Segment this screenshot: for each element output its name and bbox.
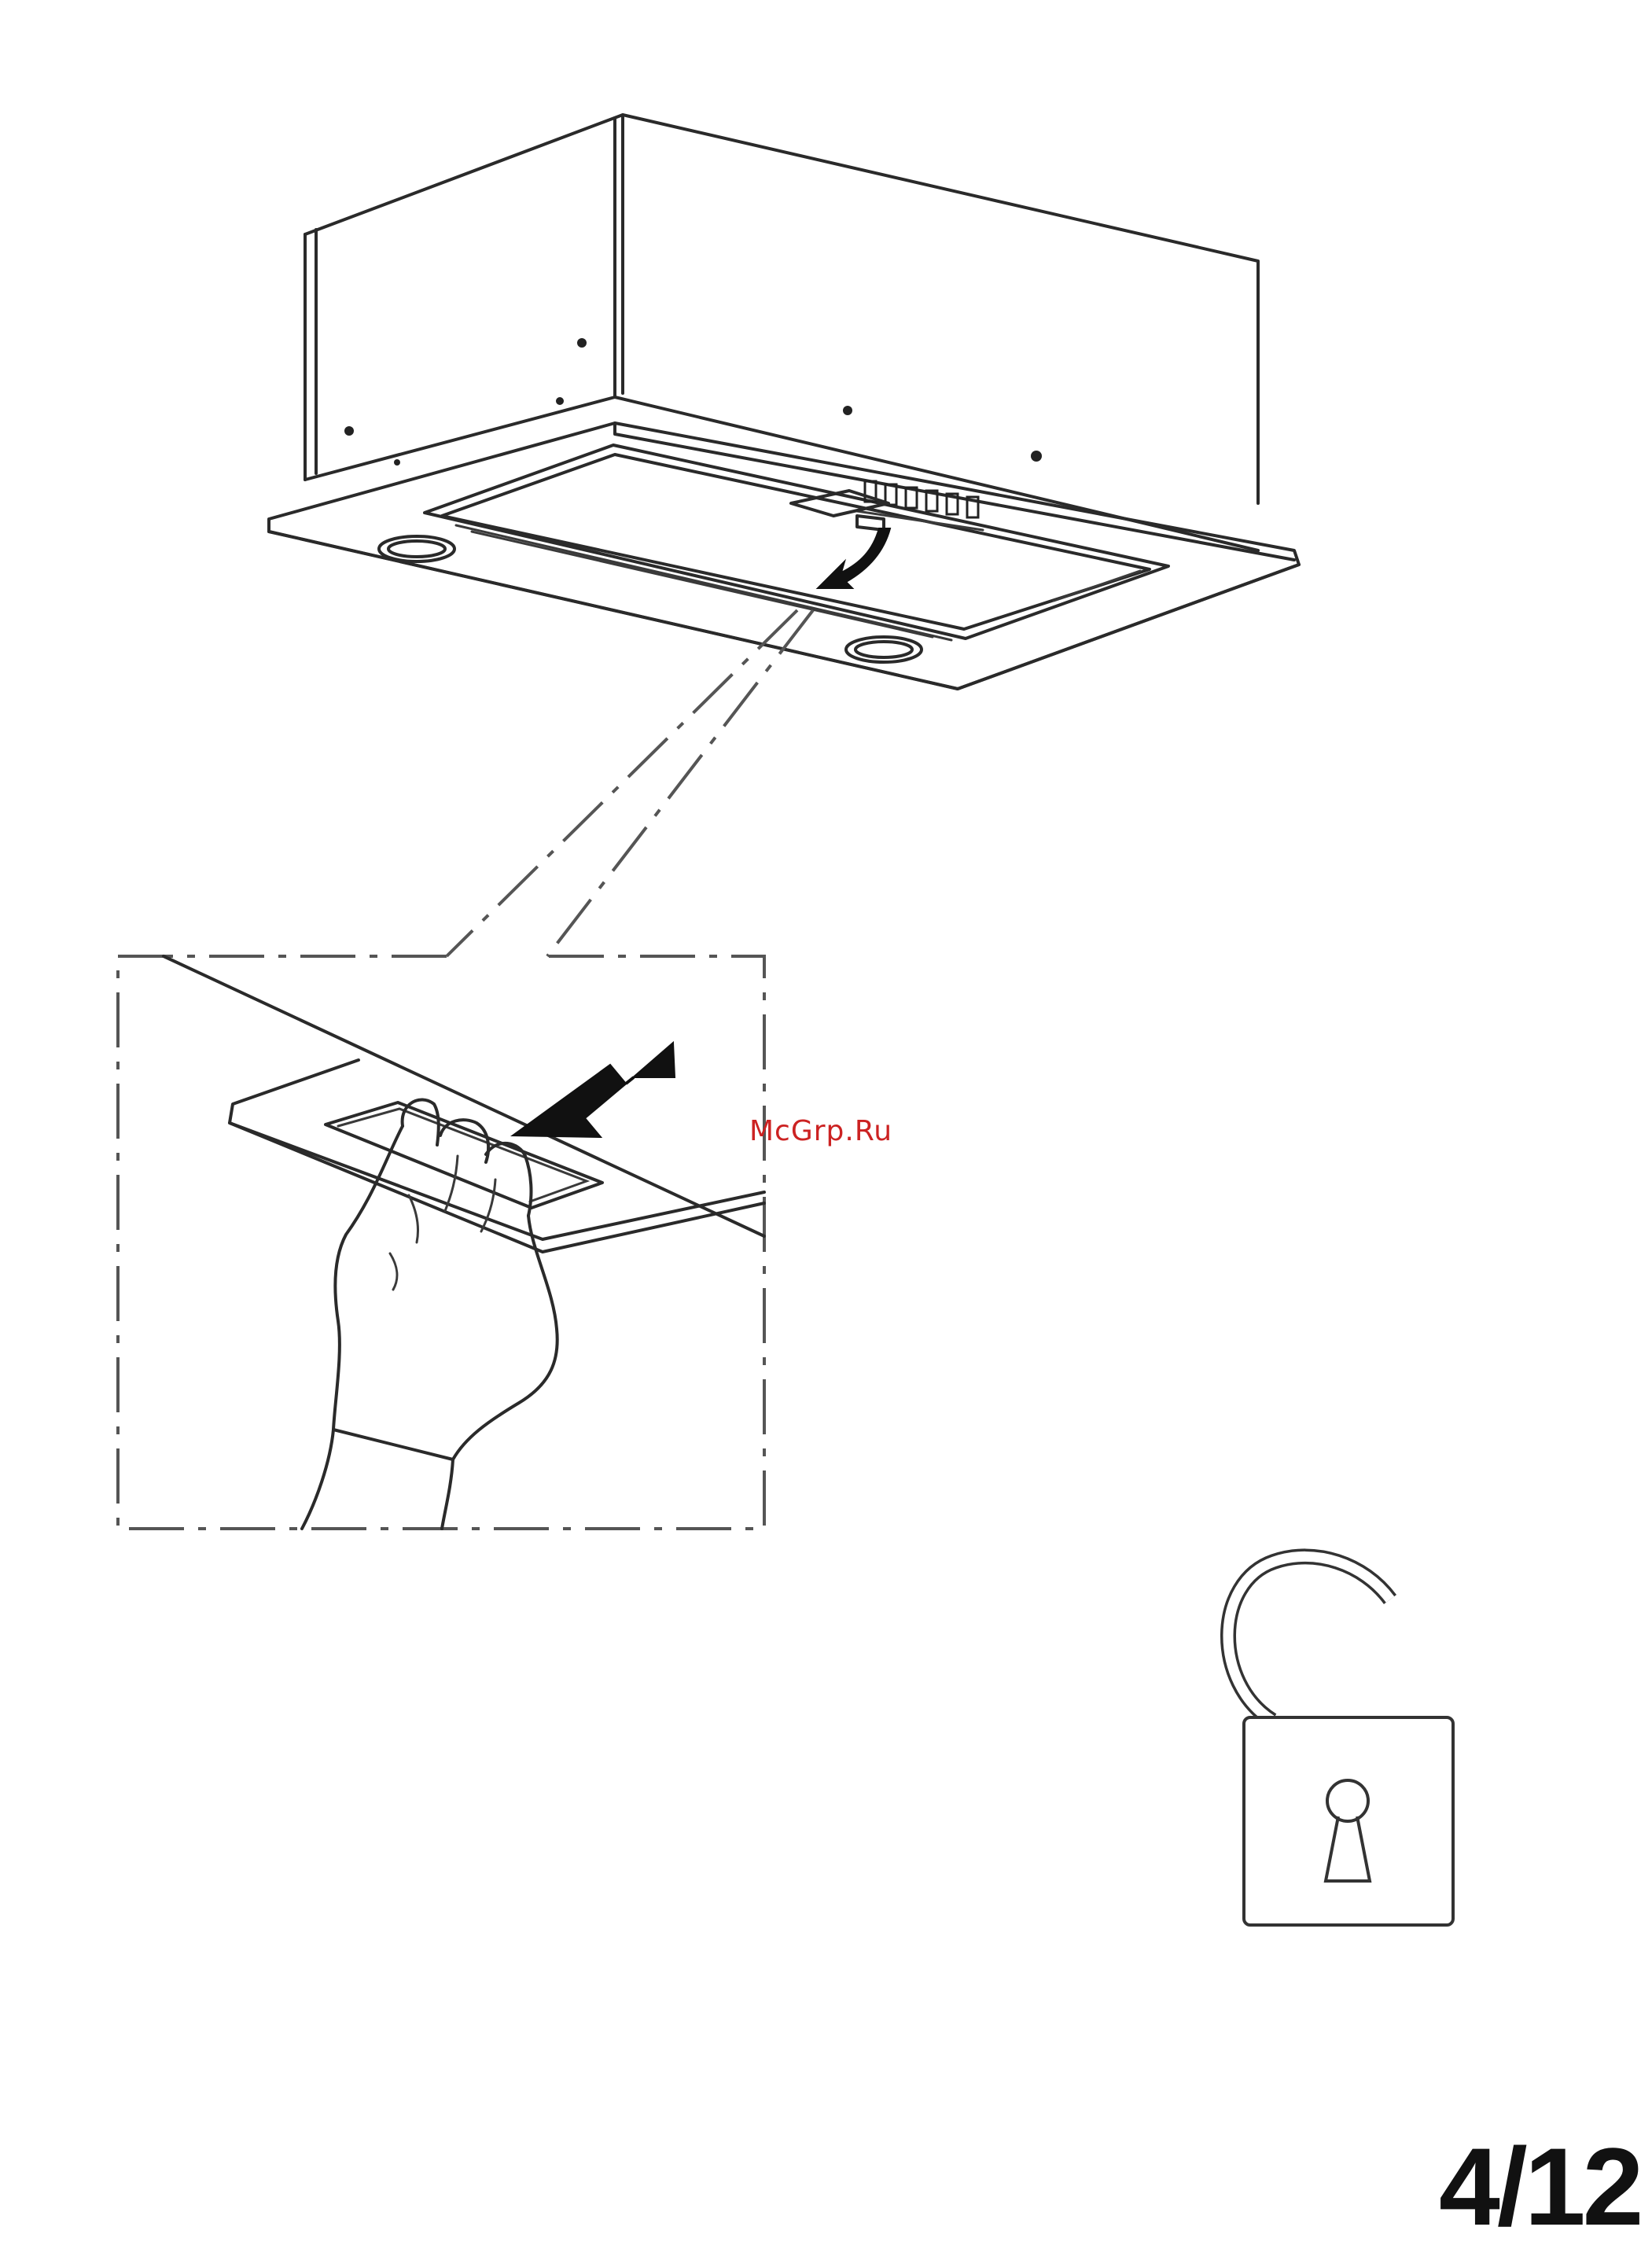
unlock-icon — [1228, 1556, 1453, 1925]
rotate-arrow-icon — [818, 528, 890, 588]
detail-inset — [118, 956, 764, 1529]
leader-line-right — [547, 610, 813, 956]
push-arrow-icon — [513, 1043, 675, 1137]
leader-line-left — [447, 610, 797, 956]
watermark-text: McGrp.Ru — [749, 1115, 892, 1147]
range-hood-illustration — [269, 115, 1299, 689]
page-number: 4/12 — [1439, 2123, 1640, 2251]
